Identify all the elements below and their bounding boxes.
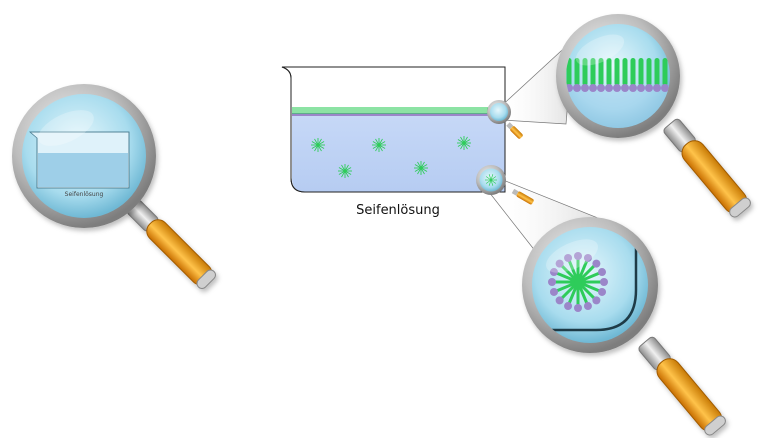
micelle [457,136,471,150]
micelle [485,174,497,186]
beaker-icon [28,131,130,189]
magnifier-icon [532,227,648,343]
mini-magnifier-bottom [476,165,534,205]
micelle [338,164,352,178]
mini-magnifier-top [487,100,523,139]
magnifier-bottom-right [522,217,726,436]
magnifier-top-right [556,14,751,218]
magnifier-left: Seifenlösung [12,84,216,289]
beaker-label-small: Seifenlösung [65,191,104,198]
monolayer-zoom [566,58,669,92]
micelle [311,138,325,152]
micelle-group [311,136,471,178]
micelle [548,252,608,312]
micelle-icon [548,252,608,312]
micelle [414,161,428,175]
beaker-label-main: Seifenlösung [356,203,440,218]
beaker-main [281,66,506,193]
magnifier-handle [126,199,216,289]
micelle [372,138,386,152]
